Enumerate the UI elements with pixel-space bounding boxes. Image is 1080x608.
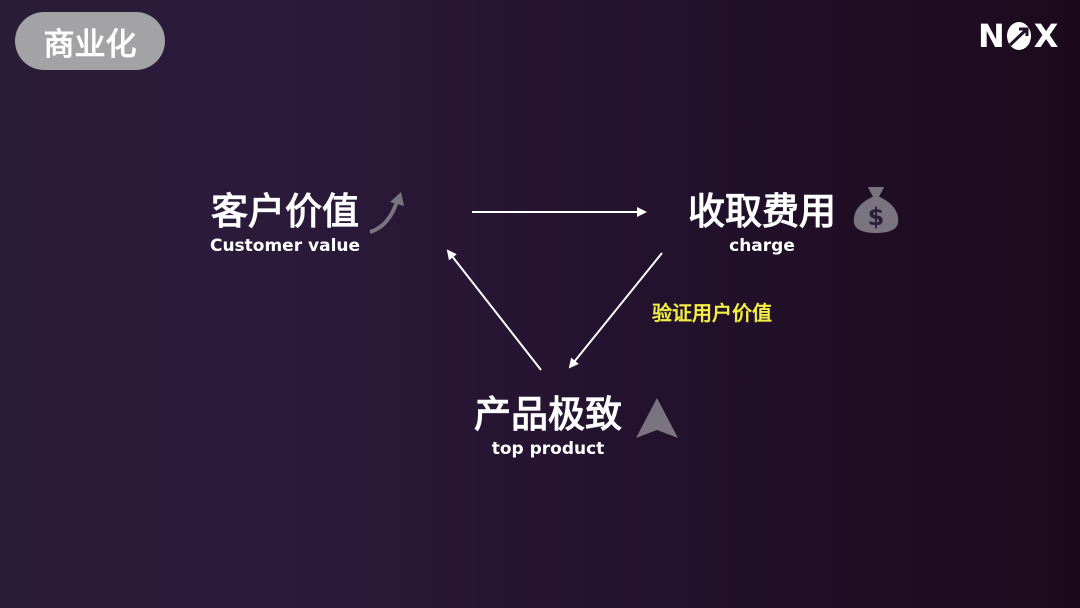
arrow-product-to-value	[446, 249, 542, 371]
logo-letter-x: X	[1033, 17, 1059, 55]
svg-text:$: $	[868, 203, 885, 231]
node-top-product: 产品极致 top product	[474, 393, 622, 459]
top-product-subtitle: top product	[491, 439, 605, 459]
logo-o-arrow-icon	[1006, 22, 1031, 50]
edge-label-validate-value: 验证用户价值	[652, 301, 772, 325]
navigation-arrow-icon	[636, 398, 678, 438]
node-customer-value: 客户价值 Customer value	[210, 190, 360, 256]
nox-logo: N X	[978, 17, 1060, 55]
charge-title: 收取费用	[688, 190, 836, 233]
top-product-title: 产品极致	[474, 393, 622, 436]
money-bag-icon: $	[853, 187, 899, 233]
customer-value-title: 客户价值	[211, 190, 359, 233]
charge-subtitle: charge	[729, 236, 795, 256]
trend-arrow-icon	[369, 192, 404, 234]
customer-value-subtitle: Customer value	[209, 236, 361, 256]
arrow-charge-to-product	[568, 252, 663, 369]
section-badge: 商业化	[15, 12, 165, 70]
node-charge: 收取费用 charge	[688, 190, 836, 256]
logo-letter-n: N	[978, 17, 1005, 55]
